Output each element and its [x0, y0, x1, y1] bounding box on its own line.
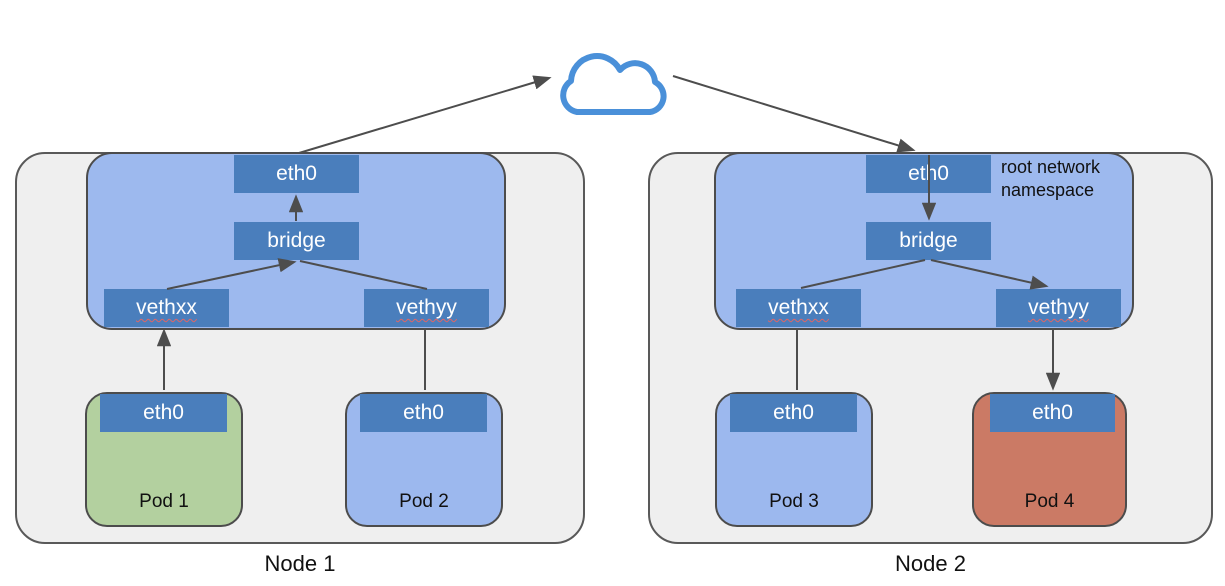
- pod-2-label: Pod 2: [399, 491, 449, 512]
- node-2-bridge-label: bridge: [899, 229, 958, 252]
- node-1-vethxx-box: vethxx: [104, 289, 229, 327]
- node-1-eth0-label: eth0: [276, 162, 317, 185]
- pod-1-eth0-box: eth0: [100, 394, 227, 432]
- pod-2: eth0 Pod 2: [345, 392, 503, 527]
- pod-1: eth0 Pod 1: [85, 392, 243, 527]
- pod-4-label: Pod 4: [1024, 491, 1075, 512]
- pod-4: eth0 Pod 4: [972, 392, 1127, 527]
- node-2-eth0-box: eth0: [866, 155, 991, 193]
- node-1-vethyy-box: vethyy: [364, 289, 489, 327]
- node-2-bridge-box: bridge: [866, 222, 991, 260]
- connector-cloud-to-eth0-n2: [672, 75, 916, 153]
- pod-1-label: Pod 1: [139, 491, 189, 512]
- cloud-icon: [560, 53, 667, 115]
- node-2-vethyy-label: vethyy: [1028, 296, 1089, 319]
- pod-3-eth0-box: eth0: [730, 394, 857, 432]
- node-1-vethxx-label: vethxx: [136, 296, 197, 319]
- node-1-eth0-box: eth0: [234, 155, 359, 193]
- node-1-bridge-box: bridge: [234, 222, 359, 260]
- root-namespace-label: root network namespace: [1001, 157, 1101, 200]
- node-1-label: Node 1: [264, 551, 336, 576]
- pod-3-label: Pod 3: [769, 491, 819, 512]
- node-1-vethyy-label: vethyy: [396, 296, 457, 319]
- node-2-vethyy-box: vethyy: [996, 289, 1121, 327]
- node-2-vethxx-box: vethxx: [736, 289, 861, 327]
- connector-eth0-n1-to-cloud: [298, 75, 552, 154]
- pod-1-eth0-label: eth0: [143, 401, 184, 424]
- pod-2-eth0-label: eth0: [403, 401, 444, 424]
- node-2-label: Node 2: [895, 551, 966, 576]
- node-2-vethxx-label: vethxx: [768, 296, 829, 319]
- pod-4-eth0-box: eth0: [990, 394, 1115, 432]
- pod-4-eth0-label: eth0: [1032, 401, 1073, 424]
- pod-3: eth0 Pod 3: [715, 392, 873, 527]
- pod-2-eth0-box: eth0: [360, 394, 487, 432]
- node-2-eth0-label: eth0: [908, 162, 949, 185]
- pod-3-eth0-label: eth0: [773, 401, 814, 424]
- node-1-bridge-label: bridge: [267, 229, 326, 252]
